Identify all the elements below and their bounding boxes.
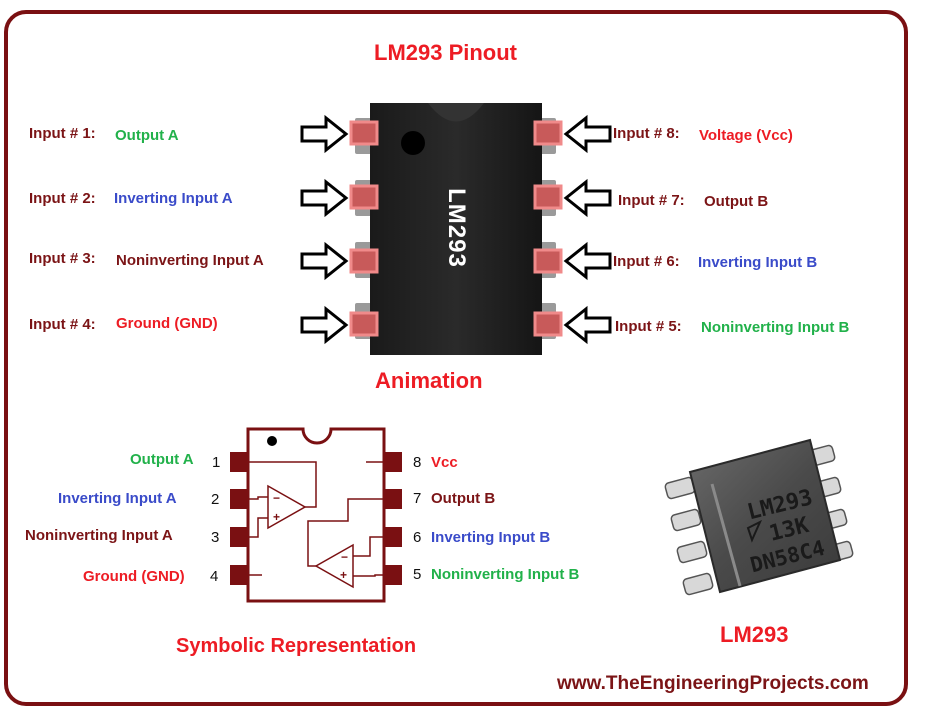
right-pin-5-name: Noninverting Input B (701, 319, 850, 336)
sym-right-5-name: Noninverting Input B (431, 566, 580, 583)
sym-left-1-number: 1 (212, 454, 221, 471)
opamp-b-minus: − (341, 550, 349, 564)
left-pin-1-name: Output A (115, 127, 179, 144)
sym-left-3-number: 3 (211, 529, 220, 546)
sym-left-4-number: 4 (210, 568, 219, 585)
footer-website: www.TheEngineeringProjects.com (557, 673, 869, 694)
opamp-b-plus: + (340, 568, 348, 582)
chip-notch (428, 103, 484, 122)
sym-right-8-number: 8 (413, 454, 422, 471)
opamp-a-plus: + (273, 510, 281, 524)
animation-caption: Animation (375, 368, 483, 393)
sym-right-7-number: 7 (413, 490, 422, 507)
left-pin-1-prefix: Input # 1: (29, 125, 96, 142)
opamp-b (307, 461, 384, 589)
right-pin-7-prefix: Input # 7: (618, 192, 685, 209)
chip-marking: LM293 (443, 188, 470, 268)
left-arrows (300, 114, 349, 345)
sym-left-3-name: Noninverting Input A (25, 527, 173, 544)
dip-chip (349, 103, 563, 355)
sym-right-8-name: Vcc (431, 454, 458, 471)
opamp-a (248, 461, 317, 576)
right-pin-8-name: Voltage (Vcc) (699, 127, 793, 144)
left-pin-3-prefix: Input # 3: (29, 250, 96, 267)
right-arrows (563, 114, 612, 345)
sym-right-6-name: Inverting Input B (431, 529, 551, 546)
chip-pin1-dot (401, 131, 425, 155)
sym-left-2-number: 2 (211, 491, 220, 508)
chip-body (370, 103, 542, 355)
sym-right-7-name: Output B (431, 490, 496, 507)
sym-right-5-number: 5 (413, 566, 422, 583)
left-pin-2-name: Inverting Input A (114, 190, 233, 207)
sym-left-4-name: Ground (GND) (83, 568, 185, 585)
symbolic-caption: Symbolic Representation (176, 635, 417, 657)
left-pin-4-prefix: Input # 4: (29, 316, 96, 333)
chip-photo: LM293 13K DN58C4 (664, 438, 854, 596)
sym-left-2-name: Inverting Input A (58, 490, 177, 507)
chip-pads (349, 120, 563, 337)
opamp-a-minus: − (273, 491, 281, 505)
sym-left-1-name: Output A (130, 451, 194, 468)
left-pin-2-prefix: Input # 2: (29, 190, 96, 207)
sym-right-6-number: 6 (413, 529, 422, 546)
photo-caption: LM293 (720, 622, 789, 647)
left-pin-3-name: Noninverting Input A (116, 252, 264, 269)
right-pin-8-prefix: Input # 8: (613, 125, 680, 142)
diagram-title: LM293 Pinout (374, 40, 518, 65)
right-pin-7-name: Output B (704, 193, 769, 210)
right-pin-6-prefix: Input # 6: (613, 253, 680, 270)
right-pin-6-name: Inverting Input B (698, 254, 818, 271)
symbolic-chip (230, 427, 402, 603)
left-pin-4-name: Ground (GND) (116, 315, 218, 332)
right-pin-5-prefix: Input # 5: (615, 318, 682, 335)
